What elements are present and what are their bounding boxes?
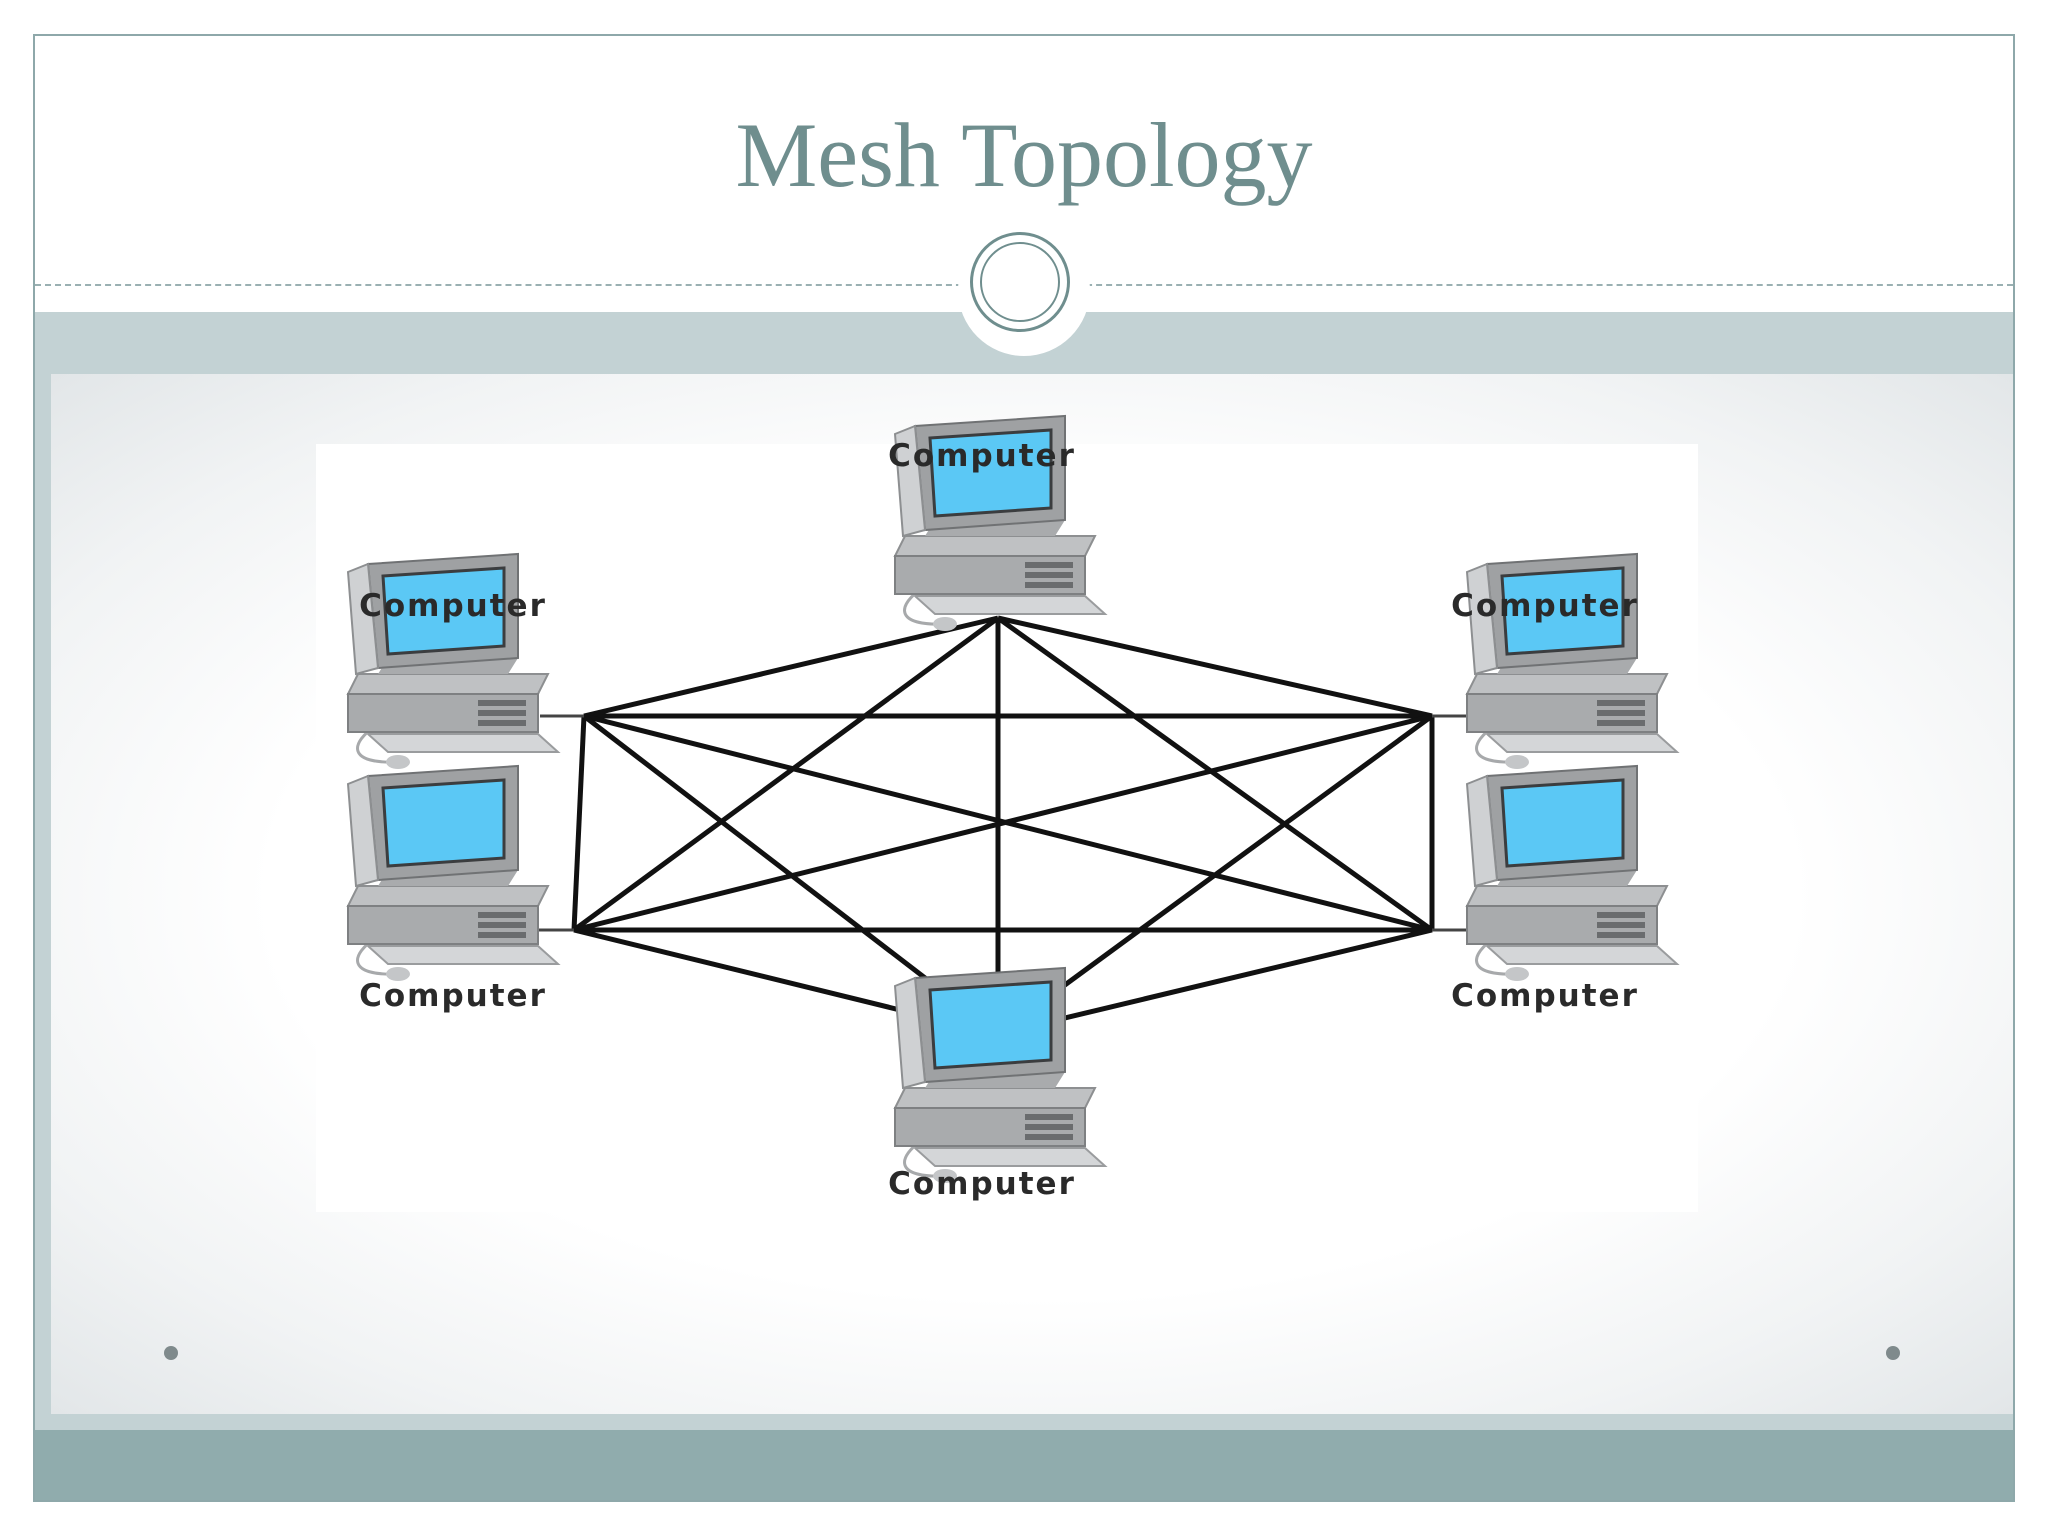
link-top-upper-left <box>583 615 999 719</box>
computer-icon-bottom <box>893 966 1107 1185</box>
node-label-upper-left: Computer <box>359 588 547 624</box>
mesh-links <box>571 615 1435 1037</box>
decorative-dot-right <box>1886 1346 1900 1360</box>
node-label-bottom: Computer <box>888 1166 1076 1202</box>
link-top-lower-right <box>996 615 1434 933</box>
link-upper-right-bottom <box>996 713 1434 1037</box>
computer-icon-upper-left <box>346 552 560 771</box>
computer-icon-upper-right <box>1465 552 1679 771</box>
node-label-lower-right: Computer <box>1451 978 1639 1014</box>
computer-icon-lower-right <box>1465 764 1679 983</box>
link-lower-right-bottom <box>997 927 1433 1037</box>
node-label-lower-left: Computer <box>359 978 547 1014</box>
slide-title: Mesh Topology <box>735 104 1313 206</box>
link-top-upper-right <box>997 615 1433 719</box>
decorative-dot-left <box>164 1346 178 1360</box>
divider-circle-ring-inner <box>980 242 1060 322</box>
divider-circle-ring-outer <box>970 232 1070 332</box>
computer-icon-lower-left <box>346 764 560 983</box>
link-upper-right-lower-left <box>573 713 1433 933</box>
link-upper-left-lower-left <box>571 715 587 931</box>
node-label-upper-right: Computer <box>1451 588 1639 624</box>
node-label-top: Computer <box>888 438 1076 474</box>
footer-band <box>35 1430 2013 1500</box>
link-top-lower-left <box>572 615 1000 933</box>
